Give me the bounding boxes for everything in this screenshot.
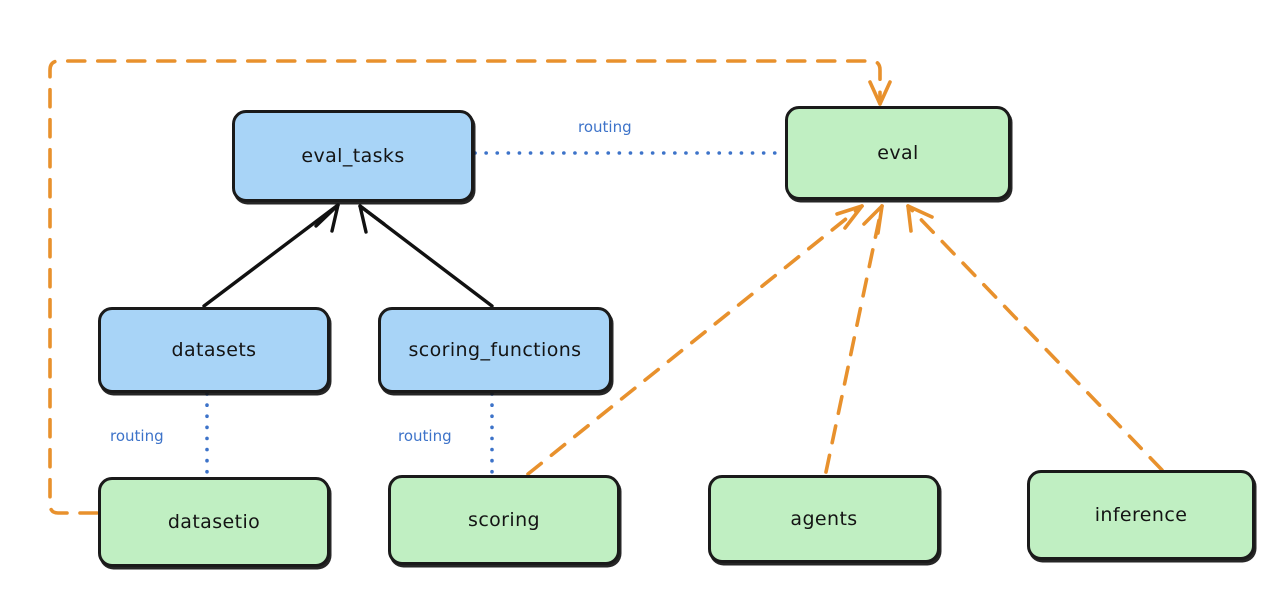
node-label: inference [1094, 504, 1188, 526]
node-label: eval [877, 142, 919, 164]
node-label: agents [790, 508, 858, 530]
node-datasetio[interactable]: datasetio [98, 477, 330, 567]
edge-agents-to-eval [824, 204, 884, 474]
node-label: scoring [468, 509, 540, 531]
node-label: datasets [171, 339, 257, 361]
node-datasets[interactable]: datasets [98, 307, 330, 393]
edge-label-routing-scoring-functions: routing [398, 427, 452, 445]
edge-label-routing-eval-tasks: routing [578, 118, 632, 136]
node-scoring-functions[interactable]: scoring_functions [378, 307, 612, 393]
node-inference[interactable]: inference [1027, 470, 1255, 560]
node-agents[interactable]: agents [708, 475, 940, 563]
edge-scoring-functions-to-eval-tasks [358, 204, 494, 308]
edge-label-routing-datasets: routing [110, 427, 164, 445]
node-eval[interactable]: eval [785, 106, 1011, 200]
node-scoring[interactable]: scoring [388, 475, 620, 565]
node-label: datasetio [167, 511, 261, 533]
edge-datasets-to-eval-tasks [202, 203, 340, 308]
node-label: scoring_functions [408, 339, 582, 361]
node-label: eval_tasks [301, 145, 405, 167]
node-eval-tasks[interactable]: eval_tasks [232, 110, 474, 202]
edge-inference-to-eval [906, 204, 1164, 472]
